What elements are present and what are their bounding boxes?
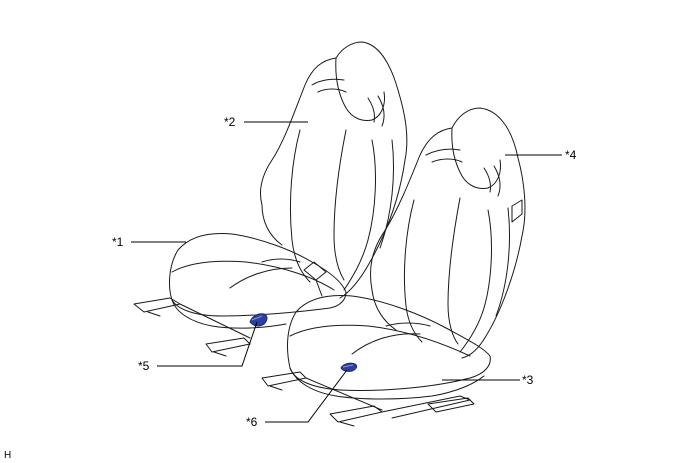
- right-back-bolster: [459, 207, 510, 353]
- left-buckle: [303, 261, 327, 297]
- right-back-center-panel: [403, 197, 461, 345]
- callout-1: *1: [112, 235, 124, 249]
- left-rail-side: [179, 303, 251, 339]
- left-back-bolster: [343, 139, 394, 291]
- seat-switch-5: [249, 313, 268, 327]
- callout-6: *6: [246, 415, 258, 429]
- left-seatback-outline: [259, 41, 408, 299]
- right-rail-back: [427, 397, 475, 413]
- left-cushion-front: [171, 260, 335, 291]
- callout-3: *3: [522, 373, 534, 387]
- left-cushion-outline: [169, 233, 347, 317]
- right-back-side-trim: [511, 199, 523, 223]
- right-seatback-outline: [370, 107, 526, 359]
- left-headrest-line: [335, 57, 385, 121]
- right-rail-bottom: [329, 405, 383, 427]
- right-cushion-seam: [351, 322, 431, 355]
- figure-code: H: [4, 450, 12, 461]
- right-headrest-line: [451, 127, 501, 189]
- seat-switch-6: [340, 362, 358, 372]
- left-headrest-slot: [311, 78, 347, 93]
- callout-4: *4: [565, 148, 577, 162]
- left-headrest-slot-right: [367, 95, 385, 127]
- left-back-lower: [261, 204, 283, 246]
- left-cushion-side: [171, 299, 287, 329]
- right-rail-side: [305, 377, 383, 411]
- left-cushion-seam: [229, 258, 301, 289]
- left-rail-front2: [205, 337, 251, 357]
- right-cushion-side: [289, 367, 485, 400]
- left-back-center-panel: [289, 129, 347, 283]
- left-seat: [133, 41, 408, 357]
- leader-6: [265, 369, 348, 423]
- right-back-lower: [371, 289, 397, 331]
- leader-5: [157, 321, 258, 367]
- right-cushion-front: [289, 324, 471, 357]
- right-seat: [261, 107, 526, 427]
- callout-2: *2: [224, 115, 236, 129]
- right-headrest-slot-right: [483, 165, 501, 197]
- callout-5: *5: [138, 359, 150, 373]
- left-rail-front: [133, 297, 181, 317]
- right-headrest-slot: [425, 148, 463, 163]
